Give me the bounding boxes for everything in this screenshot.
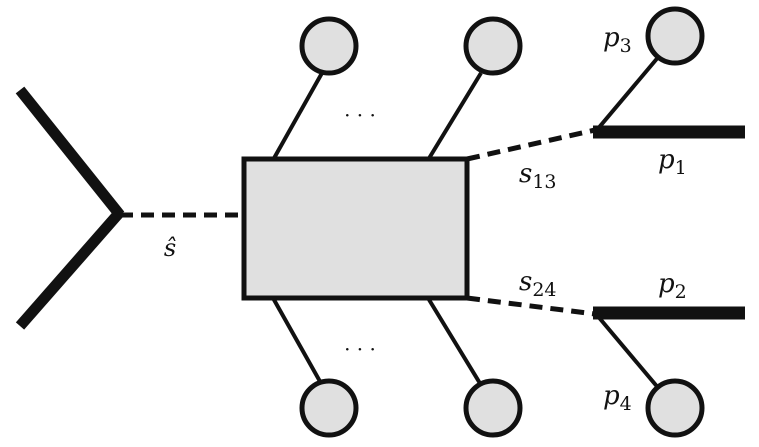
dots-top: · · ·: [344, 103, 376, 127]
label-s24: s24: [519, 267, 557, 301]
label-p2: p2: [658, 269, 687, 303]
s13-propagator: [466, 127, 596, 162]
label-s24-sub: 24: [532, 279, 556, 301]
label-p2-sub: 2: [675, 281, 687, 303]
label-p4: p4: [603, 381, 632, 415]
leg-top-left: [271, 72, 324, 161]
label-p2-base: p: [658, 269, 675, 299]
label-p1-sub: 1: [675, 157, 687, 179]
label-s13-base: s: [519, 159, 532, 189]
label-s13-sub: 13: [532, 171, 556, 193]
particle-circle-bottom-left: [299, 378, 359, 438]
particle-circle-p4: [645, 378, 705, 438]
label-s13: s13: [519, 159, 557, 193]
leg-p3: [594, 53, 662, 133]
label-p3-base: p: [603, 23, 620, 53]
incoming-beam-lower: [15, 208, 125, 330]
leg-bottom-right: [426, 296, 483, 387]
leg-top-right: [426, 71, 483, 162]
leg-p4: [594, 312, 662, 392]
label-p3-sub: 3: [620, 35, 632, 57]
label-p1: p1: [658, 145, 687, 179]
s24-propagator: [466, 295, 596, 317]
label-s24-base: s: [519, 267, 532, 297]
central-blob: [241, 156, 470, 301]
incoming-beam-upper: [15, 86, 125, 219]
label-p3: p3: [603, 23, 632, 57]
dots-bottom: · · ·: [344, 337, 376, 361]
label-s-hat: ŝ: [164, 234, 176, 262]
label-p4-sub: 4: [620, 393, 632, 415]
particle-circle-p3: [645, 6, 705, 66]
particle-circle-top-right: [463, 16, 523, 76]
label-p4-base: p: [603, 381, 620, 411]
label-p1-base: p: [658, 145, 675, 175]
particle-circle-top-left: [299, 16, 359, 76]
leg-bottom-left: [271, 297, 324, 386]
particle-circle-bottom-right: [463, 378, 523, 438]
